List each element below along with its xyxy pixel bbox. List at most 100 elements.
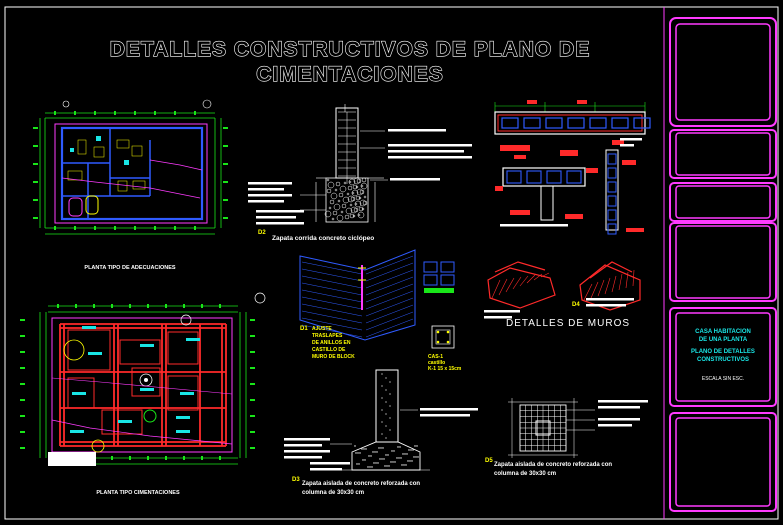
dimension-tick bbox=[20, 319, 25, 321]
brick-course bbox=[365, 262, 414, 282]
concrete-dot bbox=[371, 466, 373, 468]
concrete-aggregate bbox=[360, 184, 364, 188]
dimension-tick bbox=[219, 304, 221, 308]
note-text-line bbox=[388, 150, 464, 153]
concrete-aggregate bbox=[353, 177, 361, 185]
concrete-aggregate bbox=[334, 188, 338, 192]
brick-course bbox=[301, 275, 363, 289]
detail-block-wall bbox=[299, 249, 416, 341]
room-tag bbox=[118, 420, 132, 423]
detail-d5-label-2: columna de 30x30 cm bbox=[494, 471, 556, 477]
dimension-tick bbox=[223, 127, 228, 129]
note-text-line bbox=[284, 450, 330, 453]
note-text-line bbox=[256, 222, 304, 225]
concrete-dot bbox=[400, 457, 402, 459]
iso-hatch bbox=[625, 271, 629, 289]
dimension-tick bbox=[194, 226, 196, 230]
note-text-line bbox=[586, 298, 634, 301]
dimension-tick bbox=[114, 226, 116, 230]
dimension-tick bbox=[250, 351, 255, 353]
concrete-dot bbox=[385, 389, 387, 391]
detail-zapata-cuadrada bbox=[508, 398, 648, 458]
concrete-dot bbox=[370, 455, 372, 457]
detalles-muros-label: DETALLES DE MUROS bbox=[506, 318, 630, 329]
note-text-line bbox=[388, 156, 472, 159]
note-text-line bbox=[248, 188, 284, 191]
concrete-dot bbox=[392, 461, 394, 463]
brick-course bbox=[365, 311, 414, 331]
concrete-dot bbox=[381, 397, 383, 399]
concrete-dot bbox=[389, 393, 391, 395]
iso-hatch bbox=[611, 275, 617, 293]
plan-cimentaciones-legend-box bbox=[48, 452, 96, 466]
dimension-tick bbox=[250, 415, 255, 417]
concrete-aggregate bbox=[352, 184, 358, 190]
wall-annotation-marker bbox=[565, 214, 583, 219]
dimension-tick bbox=[223, 181, 228, 183]
note-text-line bbox=[248, 194, 292, 197]
title-block-line-4: CONSTRUCTIVOS bbox=[697, 357, 749, 363]
concrete-dot bbox=[386, 465, 388, 467]
note-text-line bbox=[256, 210, 304, 213]
dimension-tick bbox=[147, 304, 149, 308]
detail-d3-label-2: columna de 30x30 cm bbox=[302, 490, 364, 496]
dimension-tick bbox=[250, 431, 255, 433]
brick-course bbox=[301, 268, 363, 282]
note-text-line bbox=[284, 444, 322, 447]
concrete-aggregate bbox=[359, 189, 365, 195]
concrete-aggregate bbox=[345, 207, 353, 215]
concrete-dot bbox=[410, 449, 412, 451]
wall-annotation-marker bbox=[500, 145, 530, 151]
concrete-aggregate bbox=[348, 180, 352, 184]
wall-block bbox=[607, 209, 617, 221]
concrete-dot bbox=[355, 452, 357, 454]
note-text-line bbox=[388, 129, 446, 132]
concrete-aggregate bbox=[336, 214, 344, 222]
concrete-aggregate bbox=[326, 188, 332, 194]
concrete-aggregate bbox=[357, 211, 365, 219]
detail-d1-note-line: AJUSTE bbox=[312, 326, 332, 332]
concrete-aggregate bbox=[328, 206, 332, 210]
dimension-tick bbox=[183, 304, 185, 308]
concrete-aggregate bbox=[349, 203, 353, 207]
concrete-aggregate bbox=[342, 196, 350, 204]
note-text-line bbox=[620, 138, 642, 141]
iso-hatch bbox=[618, 273, 623, 291]
dimension-tick bbox=[20, 431, 25, 433]
note-text-line bbox=[484, 310, 520, 313]
concrete-aggregate bbox=[326, 178, 330, 182]
wall-block bbox=[567, 117, 585, 129]
wall-block bbox=[611, 117, 629, 129]
concrete-dot bbox=[415, 456, 417, 458]
concrete-dot bbox=[373, 462, 375, 464]
concrete-dot bbox=[379, 458, 381, 460]
iso-hatch bbox=[604, 277, 611, 295]
note-text-line bbox=[598, 406, 640, 409]
dimension-tick bbox=[74, 111, 76, 115]
dimension-tick bbox=[250, 447, 255, 449]
wall-block bbox=[589, 117, 607, 129]
iso-hatch bbox=[512, 276, 522, 290]
room-tag bbox=[72, 392, 86, 395]
concrete-aggregate bbox=[341, 203, 347, 209]
dimension-tick bbox=[111, 304, 113, 308]
concrete-dot bbox=[382, 447, 384, 449]
wall-annotation-marker bbox=[495, 186, 503, 191]
castillo-note-number: CAS-1 bbox=[428, 354, 443, 360]
dimension-tick bbox=[33, 163, 38, 165]
castillo-note-2: K-1 15 x 15cm bbox=[428, 366, 462, 372]
concrete-dot bbox=[381, 409, 383, 411]
drawing-title-line-2: CIMENTACIONES bbox=[256, 62, 444, 86]
brick-course bbox=[301, 261, 363, 275]
concrete-aggregate bbox=[343, 181, 347, 185]
concrete-aggregate bbox=[355, 195, 361, 201]
wall-annotation-marker bbox=[514, 155, 526, 159]
concrete-dot bbox=[402, 453, 404, 455]
wall-block bbox=[523, 117, 541, 129]
detail-d5-label-1: Zapata aislada de concreto reforzada con bbox=[494, 462, 612, 468]
concrete-aggregate bbox=[359, 199, 367, 207]
dimension-tick bbox=[94, 111, 96, 115]
concrete-dot bbox=[397, 446, 399, 448]
